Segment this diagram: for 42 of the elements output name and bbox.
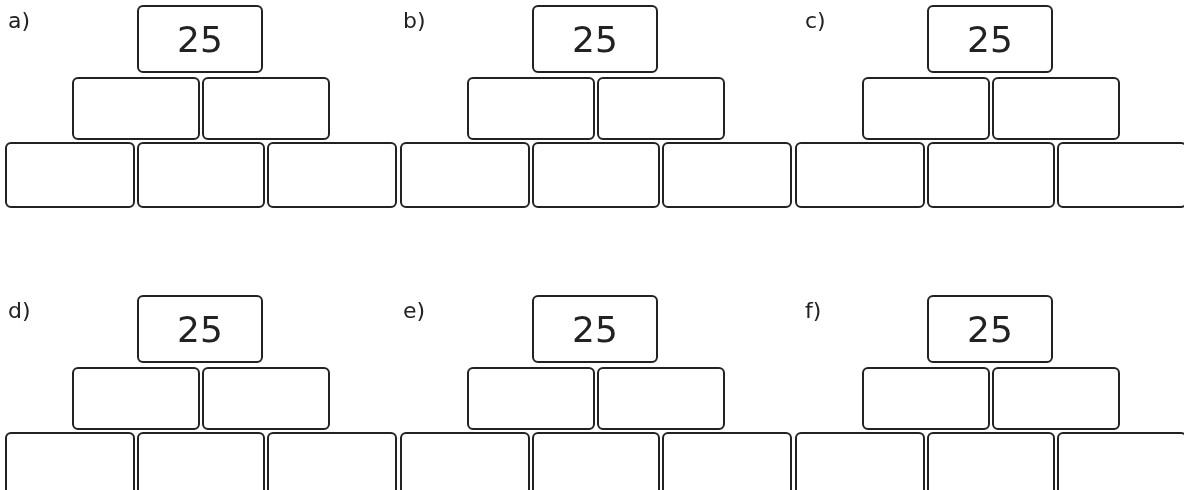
- brick: [467, 367, 595, 430]
- task-label: e): [403, 298, 426, 323]
- task-label: d): [8, 298, 31, 323]
- brick: [795, 432, 925, 490]
- brick: [862, 77, 990, 140]
- brick: [137, 142, 265, 208]
- brick: [400, 142, 530, 208]
- brick: 25: [137, 295, 263, 363]
- brick: 25: [927, 295, 1053, 363]
- brick: [202, 367, 330, 430]
- task-label: a): [8, 8, 31, 33]
- brick: [662, 142, 792, 208]
- brick: [662, 432, 792, 490]
- brick: [72, 367, 200, 430]
- brick: [137, 432, 265, 490]
- brick: [72, 77, 200, 140]
- task-label: b): [403, 8, 426, 33]
- brick: [267, 142, 397, 208]
- brick: [795, 142, 925, 208]
- brick: [202, 77, 330, 140]
- brick: [992, 367, 1120, 430]
- brick: [5, 432, 135, 490]
- brick: [927, 432, 1055, 490]
- brick: [400, 432, 530, 490]
- brick: 25: [532, 5, 658, 73]
- brick: [267, 432, 397, 490]
- brick: [532, 142, 660, 208]
- brick: 25: [927, 5, 1053, 73]
- brick: [927, 142, 1055, 208]
- brick: [1057, 142, 1184, 208]
- brick: [532, 432, 660, 490]
- brick: [5, 142, 135, 208]
- brick: [992, 77, 1120, 140]
- brick: [862, 367, 990, 430]
- task-label: c): [805, 8, 826, 33]
- brick: [597, 367, 725, 430]
- brick: [1057, 432, 1184, 490]
- brick: [467, 77, 595, 140]
- brick: [597, 77, 725, 140]
- task-label: f): [805, 298, 822, 323]
- brick: 25: [532, 295, 658, 363]
- brick: 25: [137, 5, 263, 73]
